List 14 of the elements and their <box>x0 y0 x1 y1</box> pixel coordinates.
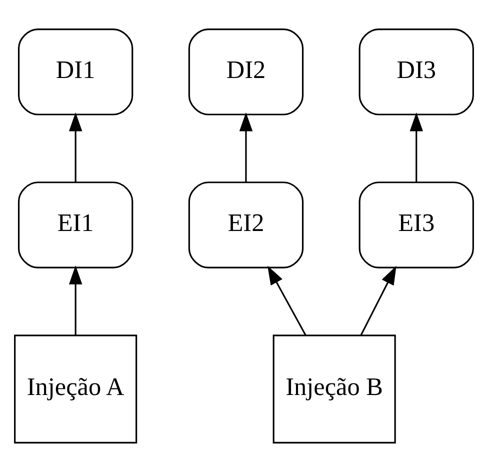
node-box: DI3 <box>358 28 474 116</box>
arrow <box>410 112 423 182</box>
node-box: DI2 <box>188 28 304 116</box>
arrow <box>268 266 306 336</box>
arrow <box>239 112 253 182</box>
node-box: EI2 <box>188 182 304 268</box>
node-box: EI3 <box>358 182 474 268</box>
arrow <box>68 265 82 336</box>
arrow <box>360 266 396 336</box>
node-box: Injeção A <box>14 334 138 444</box>
node-box: EI1 <box>18 182 134 268</box>
arrow <box>68 112 82 182</box>
node-box: Injeção B <box>272 334 396 444</box>
node-box: DI1 <box>18 28 134 116</box>
